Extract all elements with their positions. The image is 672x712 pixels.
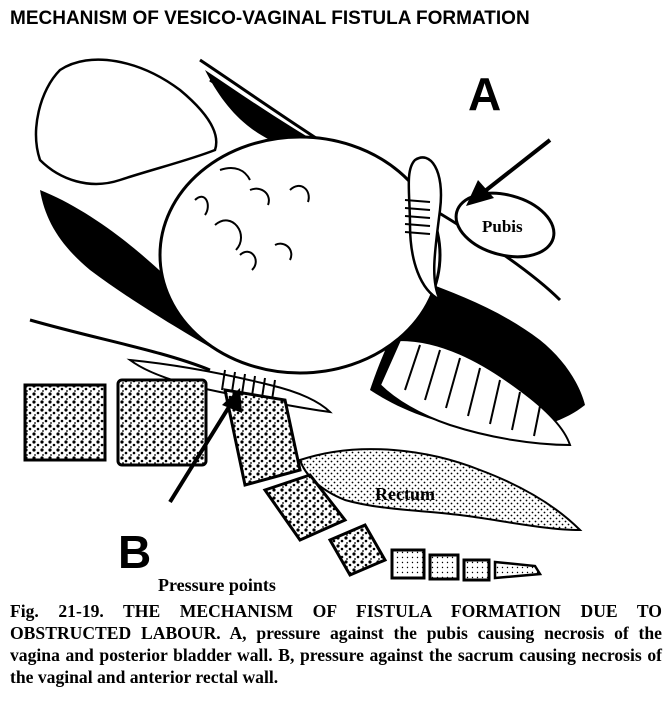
pubis-bone [454,191,556,259]
vertebra [262,473,348,542]
label-b: B [118,526,151,578]
rectum [298,448,583,532]
pubic-tissue [407,156,443,303]
vertebra [116,378,208,467]
label-rectum: Rectum [375,484,435,504]
fetal-head [158,135,442,375]
figure-title: MECHANISM OF VESICO-VAGINAL FISTULA FORM… [10,8,530,29]
fistula-diagram: A B Pubis Rectum Pressure points [23,58,585,595]
arrow-a [466,138,552,206]
vertebra [428,553,460,581]
coccyx [493,560,543,580]
figure-caption: Fig. 21-19. THE MECHANISM OF FISTULA FOR… [10,601,662,687]
arrow-b [168,388,242,504]
vertebra [390,548,426,580]
vertebra [223,388,302,487]
vaginal-wall [378,338,572,447]
wall-ribs [404,344,541,437]
label-a: A [468,68,501,120]
vertebra [462,558,491,582]
label-pressure-points: Pressure points [158,575,276,595]
sacrum [23,378,543,582]
fetal-arm [34,58,218,186]
vertebra [327,523,388,577]
fetal-face [194,167,310,271]
label-pubis: Pubis [482,217,523,236]
vertebra [23,383,107,462]
pressure-zone-a [404,199,431,235]
